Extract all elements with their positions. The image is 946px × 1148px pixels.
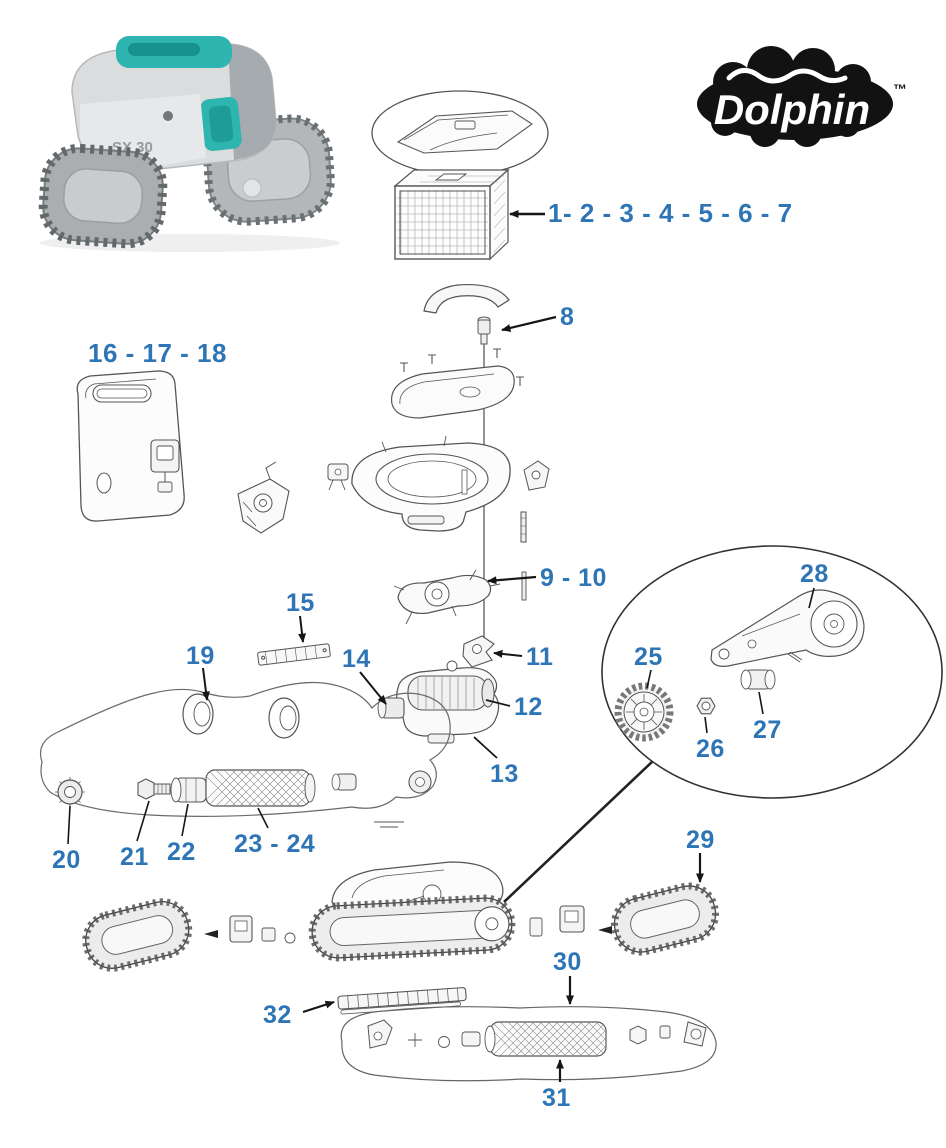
assembly-arrow-icon (598, 926, 612, 934)
part-label-32: 32 (263, 1001, 292, 1029)
nut-part-26 (696, 697, 716, 715)
brush-end-parts (331, 770, 432, 794)
robot-front-track (38, 143, 168, 249)
gear-part-25 (614, 682, 674, 742)
part-label-22: 22 (167, 838, 196, 866)
magnifier-callout (503, 545, 943, 903)
pin-part (521, 571, 527, 601)
chassis-track (308, 894, 516, 962)
part-label-1-7: 1- 2 - 3 - 4 - 5 - 6 - 7 (548, 198, 793, 228)
screw-part-8 (477, 316, 491, 345)
part-label-25: 25 (634, 643, 663, 671)
clip-part-11 (462, 635, 495, 668)
brush-roller-part-23-24 (205, 769, 316, 807)
chassis-small-parts (204, 905, 612, 944)
handle-part (423, 283, 510, 314)
logo-wave (726, 68, 848, 84)
part-label-20: 20 (52, 846, 81, 874)
lid-callout-ellipse (371, 90, 549, 176)
roller-part-19 (182, 693, 300, 739)
latch-part (150, 439, 180, 493)
bolt-part-21 (137, 778, 171, 800)
sleeve-part-22 (170, 777, 207, 803)
part-label-31: 31 (542, 1084, 571, 1112)
brush-assembly (55, 769, 432, 807)
part-label-9-10: 9 - 10 (540, 564, 607, 592)
dolphin-logo: Dolphin ™ (697, 46, 907, 147)
part-label-11: 11 (526, 643, 554, 671)
impeller-bracket-part (237, 461, 290, 534)
part-label-14: 14 (342, 645, 371, 673)
grille-strip-part (257, 643, 331, 666)
part-label-21: 21 (120, 843, 149, 871)
part-label-28: 28 (800, 560, 829, 588)
logo-cloud (697, 46, 893, 147)
part-label-23-24: 23 - 24 (234, 830, 316, 858)
robot-photo: SX 30 (38, 36, 340, 252)
part-label-13: 13 (490, 760, 519, 788)
filter-basket-part (393, 168, 510, 261)
side-panel-part (76, 370, 185, 522)
part-label-27: 27 (753, 716, 782, 744)
part-label-19: 19 (186, 642, 215, 670)
side-plate-outline (39, 681, 451, 828)
collar-side-parts (520, 460, 550, 543)
track-guide-part-32 (337, 987, 467, 1015)
bushing-part-27 (740, 669, 776, 690)
chassis-with-track (308, 861, 516, 962)
screw-icons (400, 348, 524, 386)
logo-wordmark: Dolphin (714, 86, 870, 133)
left-track-part (82, 898, 193, 972)
top-cover-part (390, 348, 524, 419)
assembly-arrow-icon (204, 930, 218, 938)
brush-roller-part-31 (484, 1021, 607, 1057)
bearing-cap-part-20 (55, 777, 85, 807)
part-label-15: 15 (286, 589, 315, 617)
part-label-16-18: 16 - 17 - 18 (88, 338, 227, 368)
part-label-30: 30 (553, 948, 582, 976)
leader-lines (67, 210, 815, 1082)
body-collar-part (351, 435, 511, 532)
logo-trademark: ™ (893, 81, 907, 97)
bottom-plate-part (340, 1006, 717, 1082)
small-bracket-part (327, 463, 349, 491)
handle-arm-part-28 (710, 589, 865, 667)
part-label-29: 29 (686, 826, 715, 854)
part-label-8: 8 (560, 303, 575, 331)
part-label-12: 12 (514, 693, 543, 721)
part-label-26: 26 (696, 735, 725, 763)
right-track-part-29 (611, 882, 719, 956)
spine-part (393, 569, 501, 625)
